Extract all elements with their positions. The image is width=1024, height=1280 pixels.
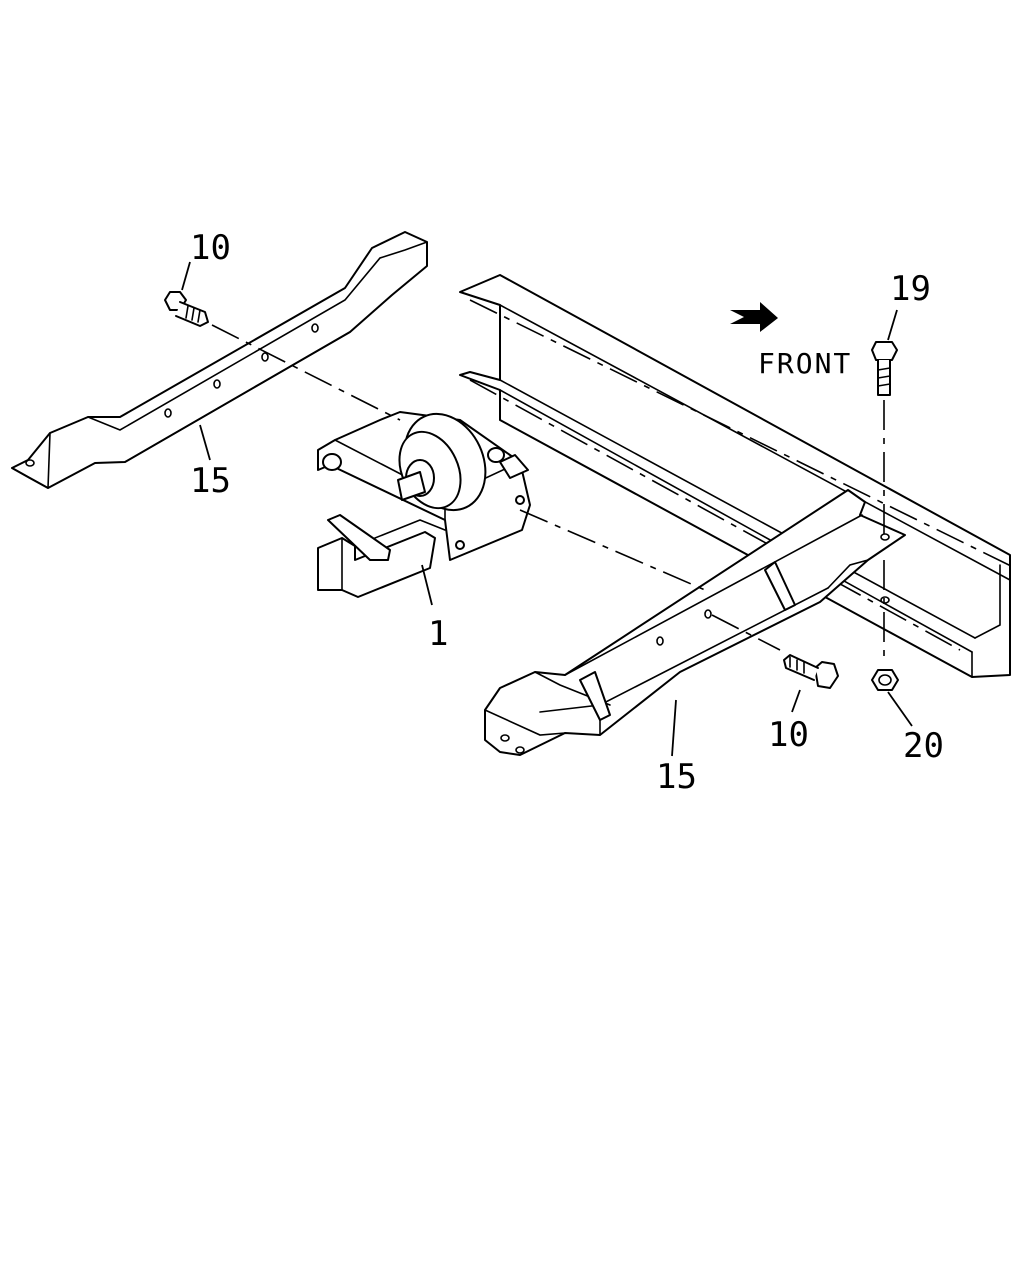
- leader-bolt-top: [887, 309, 898, 341]
- nut: [871, 669, 899, 691]
- callout-nut: 20: [903, 726, 944, 766]
- leader-nut: [887, 691, 913, 727]
- bracket-left: [11, 231, 428, 489]
- bolt-right: [783, 654, 839, 689]
- leader-bolt-right: [791, 689, 801, 713]
- bolt-right-axis: [519, 509, 706, 591]
- leader-bracket-right: [671, 699, 677, 757]
- frame-centerline: [469, 299, 1016, 569]
- bolt-right-axis-2: [711, 614, 781, 651]
- frame-rail: [459, 274, 1011, 678]
- callout-bolt-left: 10: [190, 228, 231, 268]
- center-unit: [317, 411, 531, 598]
- leader-unit: [421, 564, 433, 606]
- callout-bracket-left: 15: [190, 461, 231, 501]
- frame-centerline-lower: [469, 379, 961, 651]
- bolt-left: [164, 291, 209, 327]
- callout-unit: 1: [428, 614, 448, 654]
- leader-bracket-left: [199, 424, 211, 461]
- callout-bolt-right: 10: [768, 715, 809, 755]
- callout-bolt-top: 19: [890, 269, 931, 309]
- bolt-top: [871, 341, 898, 396]
- front-arrow-icon: [730, 302, 778, 332]
- front-label: FRONT: [758, 347, 852, 380]
- bracket-right: [484, 489, 906, 756]
- bolt-left-axis: [211, 324, 401, 421]
- leader-bolt-left: [181, 261, 191, 291]
- callout-bracket-right: 15: [656, 757, 697, 797]
